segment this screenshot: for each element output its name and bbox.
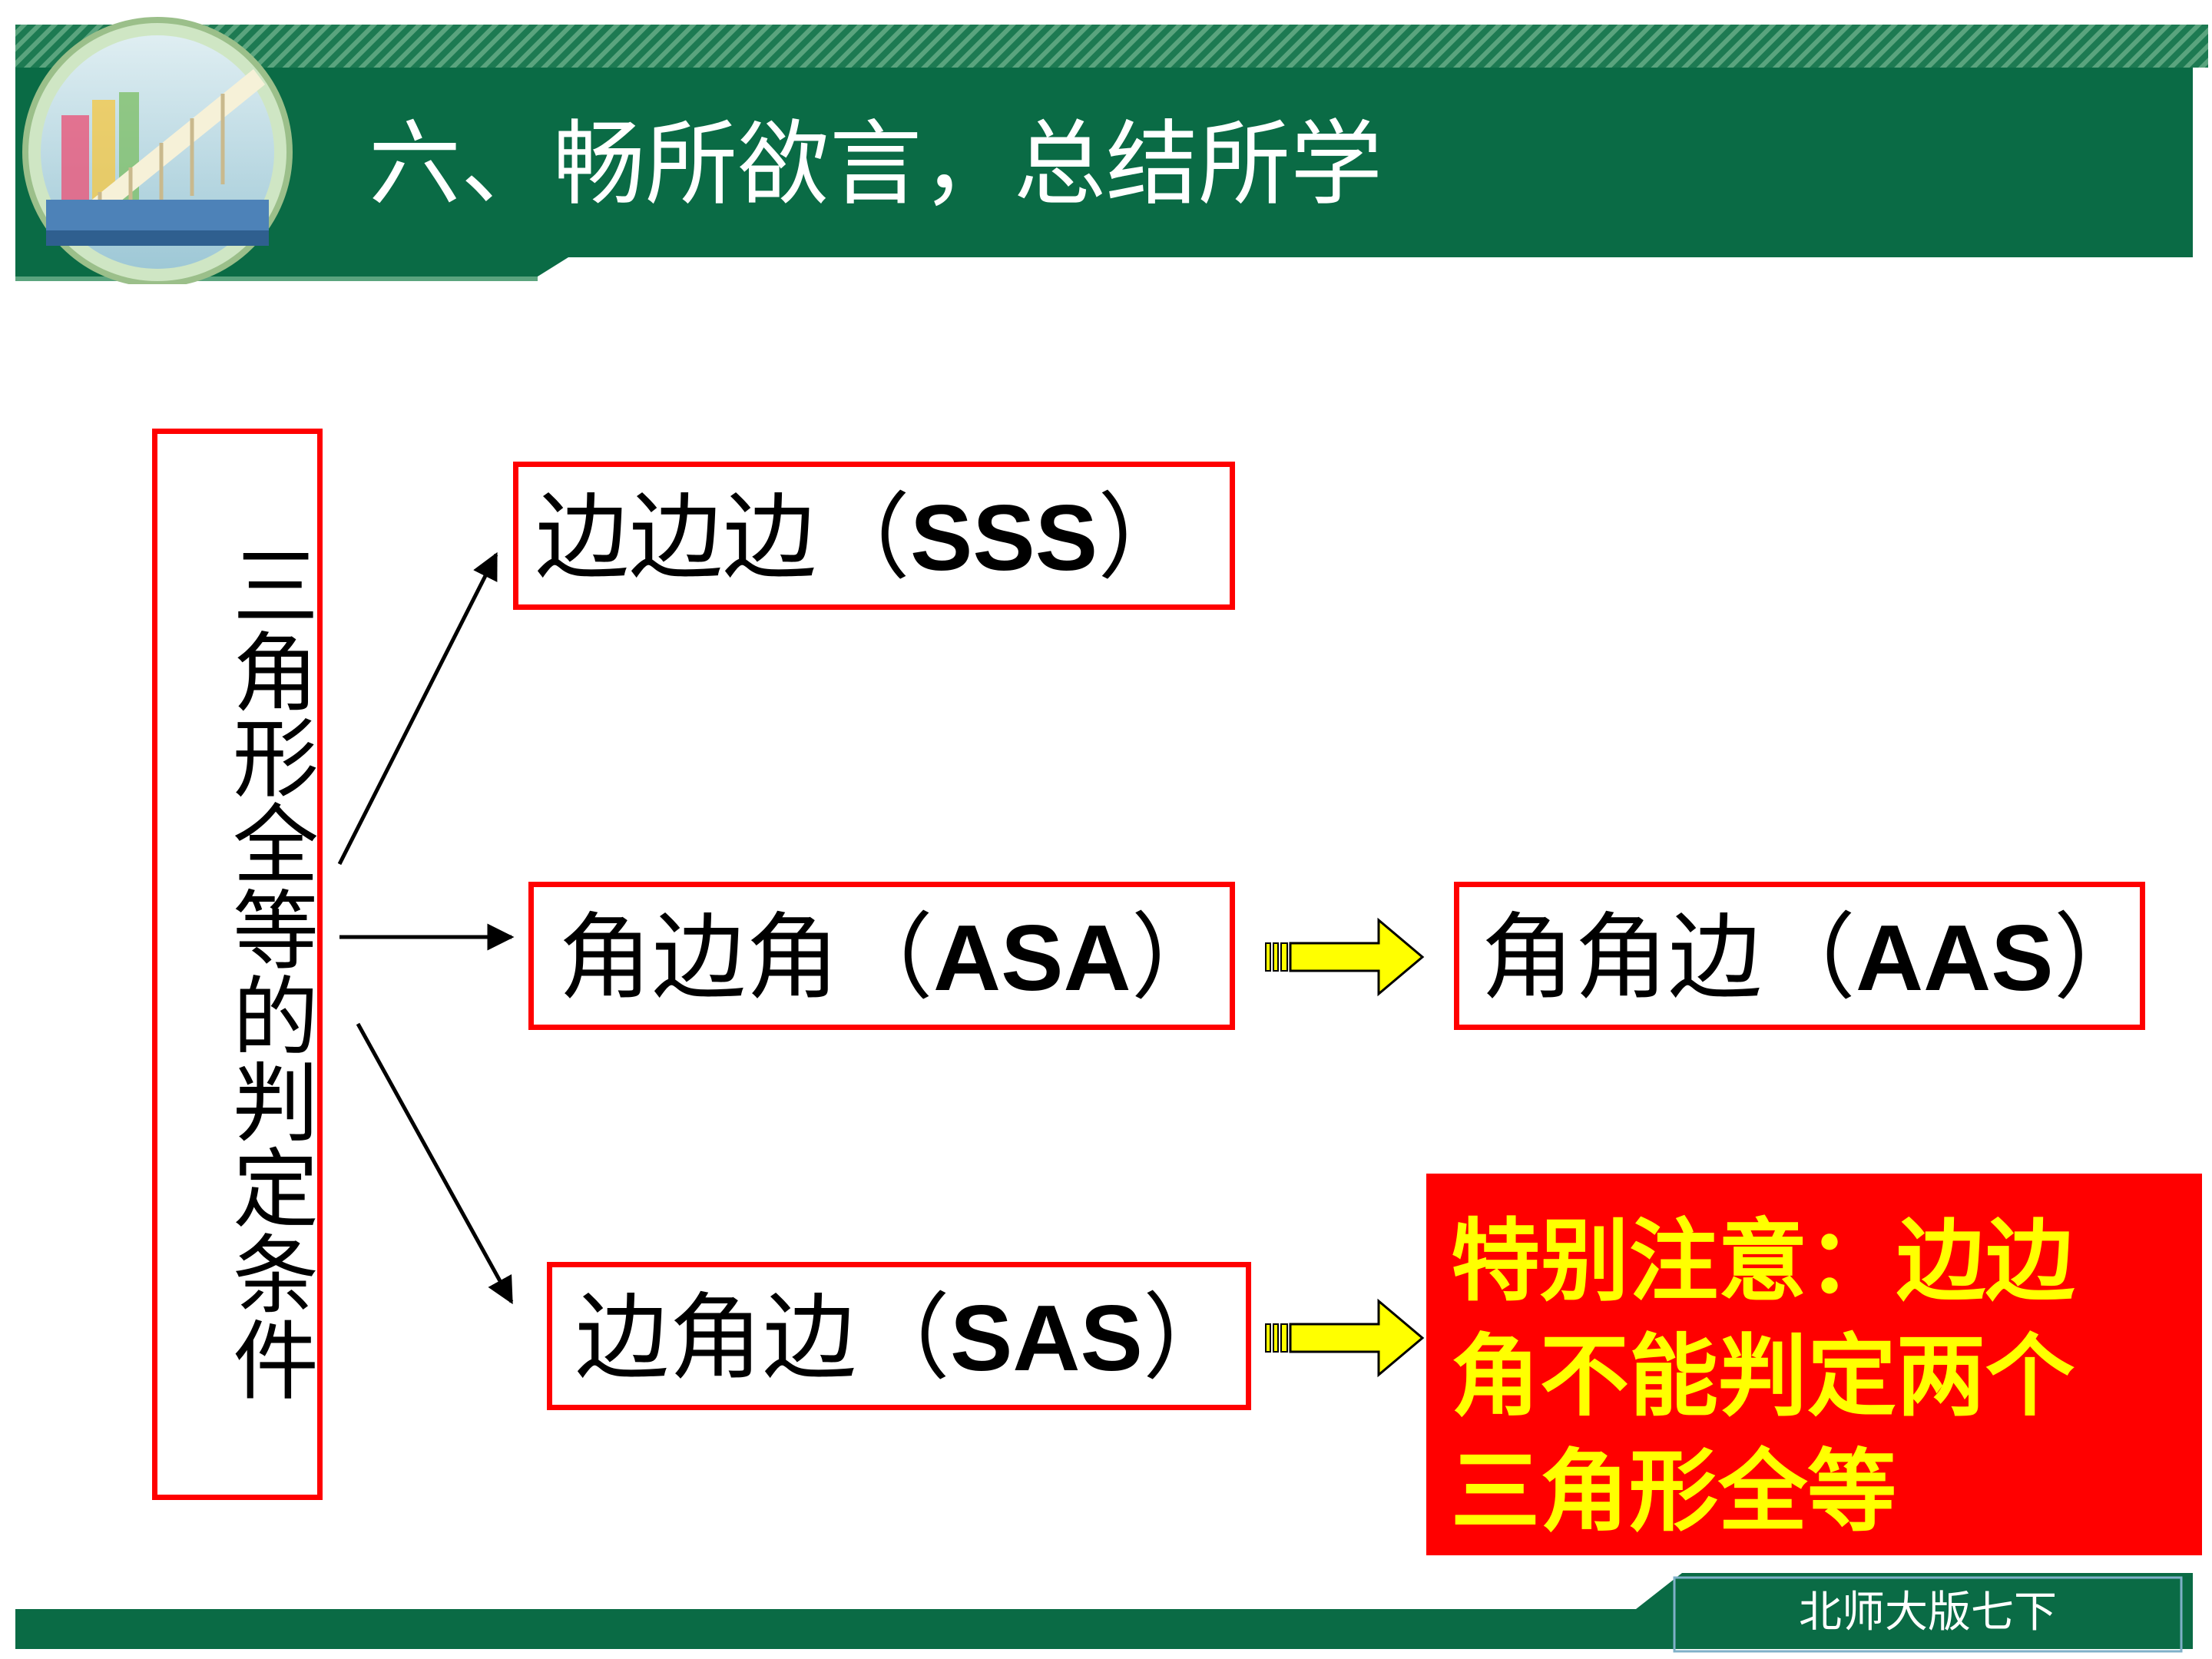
arrow-to-sas xyxy=(356,1022,514,1305)
root-label: 三角形全等的判定条件 xyxy=(218,541,318,1402)
branch-box-sss: 边边边（SSS） xyxy=(513,462,1235,610)
warning-note: 特别注意：边边 角不能判定两个 三角形全等 xyxy=(1426,1174,2202,1555)
badge-photo-icon xyxy=(22,17,293,284)
branch-box-asa: 角边角（ASA） xyxy=(528,882,1235,1030)
note-line-2: 角不能判定两个 xyxy=(1451,1325,2075,1429)
arrow-asa-to-aas xyxy=(1265,917,1425,997)
branch-label-asa: 角边角（ASA） xyxy=(558,903,1225,1012)
branch-box-sas: 边角边（SAS） xyxy=(547,1262,1251,1410)
arrow-to-sss xyxy=(337,551,498,866)
branch-label-sas: 边角边（SAS） xyxy=(575,1283,1237,1392)
arrow-sas-to-note xyxy=(1265,1298,1425,1378)
root-box: 三角形全等的判定条件 xyxy=(152,429,323,1500)
slide-title: 六、畅所欲言，总结所学 xyxy=(369,111,1382,218)
note-line-1: 特别注意：边边 xyxy=(1451,1210,2075,1313)
derived-label-aas: 角角边（AAS） xyxy=(1481,903,2147,1012)
header-band xyxy=(15,17,2208,284)
footer-band xyxy=(15,1573,2193,1653)
footer-label: 北师大版七下 xyxy=(1799,1588,2057,1637)
note-line-3: 三角形全等 xyxy=(1451,1440,1896,1544)
branch-label-sss: 边边边（SSS） xyxy=(535,483,1192,592)
derived-box-aas: 角角边（AAS） xyxy=(1454,882,2147,1030)
